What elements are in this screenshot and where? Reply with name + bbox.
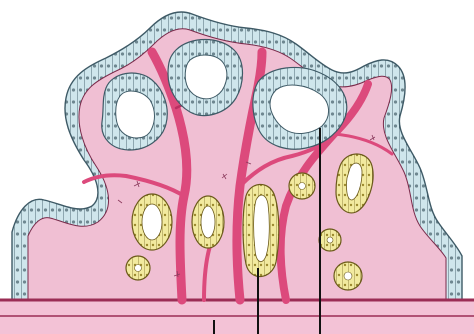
basal-band (0, 300, 474, 334)
gland-2 (192, 196, 224, 248)
gland-8 (126, 256, 150, 280)
gland-4 (289, 173, 315, 199)
gland-3 (243, 184, 279, 276)
gland-6 (319, 229, 341, 251)
crypt-left (102, 73, 167, 150)
gland-1 (132, 194, 172, 250)
gland-7 (334, 262, 362, 290)
